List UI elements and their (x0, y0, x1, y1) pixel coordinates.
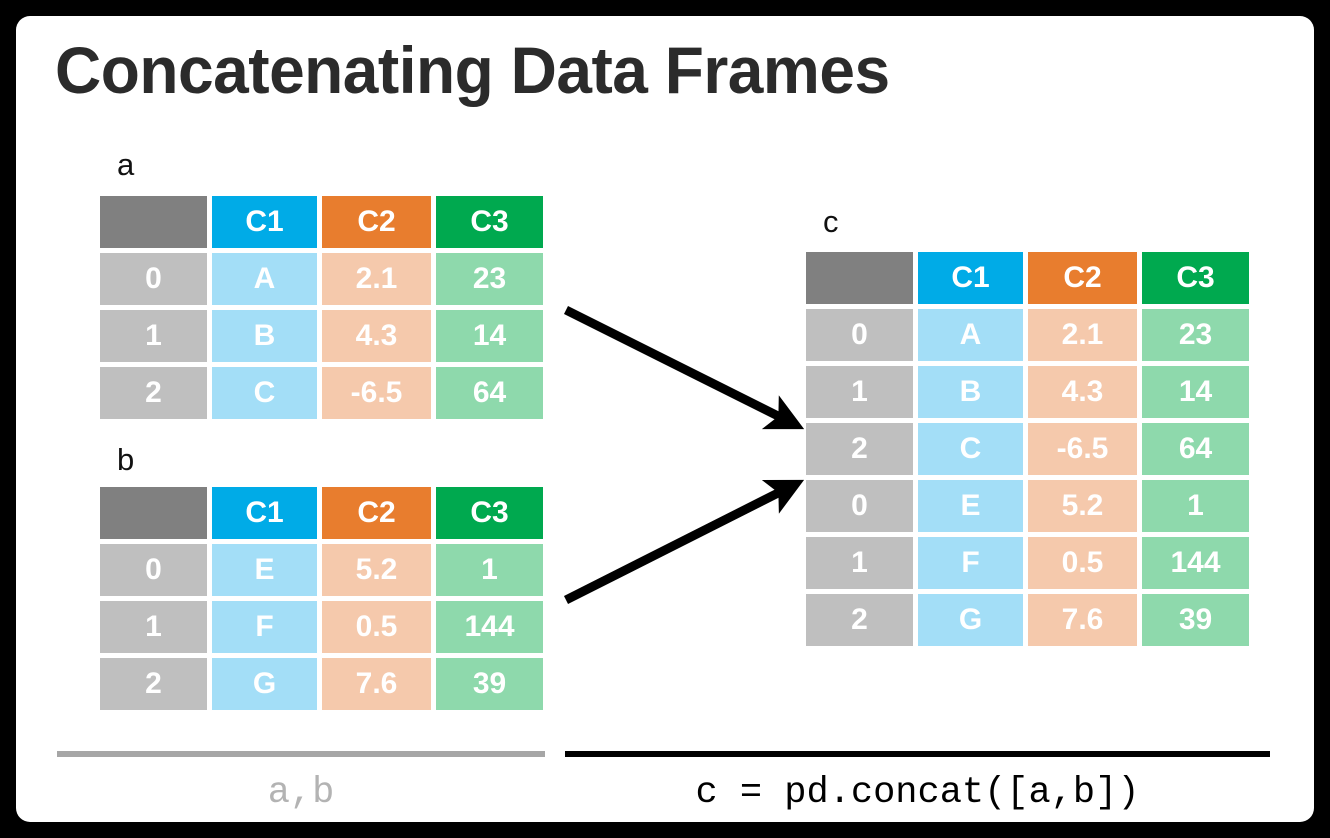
table-row: 1 F 0.5 144 (100, 601, 543, 653)
table-row: 0 E 5.2 1 (806, 480, 1249, 532)
page-title: Concatenating Data Frames (55, 33, 890, 107)
cell-c3: 14 (436, 310, 543, 362)
cell-c1: A (918, 309, 1023, 361)
cell-c1: E (212, 544, 317, 596)
divider-right (565, 751, 1270, 757)
cell-index: 0 (100, 253, 207, 305)
table-header-row: C1 C2 C3 (100, 196, 543, 248)
cell-c3: 14 (1142, 366, 1249, 418)
cell-c1: B (918, 366, 1023, 418)
cell-c2: 0.5 (1028, 537, 1137, 589)
cell-index: 2 (100, 658, 207, 710)
divider-left (57, 751, 545, 757)
table-label-a: a (117, 147, 135, 182)
cell-c1: C (212, 367, 317, 419)
dataframe-b: C1 C2 C3 0 E 5.2 1 1 F 0.5 144 2 G 7.6 3… (100, 487, 543, 710)
table-row: 2 C -6.5 64 (100, 367, 543, 419)
arrow-a-to-c (563, 305, 805, 430)
cell-c2: 4.3 (322, 310, 431, 362)
cell-c3: 1 (436, 544, 543, 596)
slide-canvas: Concatenating Data Frames a C1 C2 C3 0 A… (16, 16, 1314, 822)
cell-c1: G (212, 658, 317, 710)
cell-index: 1 (806, 537, 913, 589)
cell-c2: 5.2 (1028, 480, 1137, 532)
header-cell-index (100, 487, 207, 539)
cell-c2: 7.6 (1028, 594, 1137, 646)
caption-left: a,b (267, 772, 335, 814)
table-label-c: c (823, 204, 839, 239)
cell-index: 2 (806, 423, 913, 475)
cell-c3: 64 (436, 367, 543, 419)
cell-c2: 5.2 (322, 544, 431, 596)
header-cell-c3: C3 (436, 196, 543, 248)
cell-c2: 4.3 (1028, 366, 1137, 418)
cell-c1: F (918, 537, 1023, 589)
cell-c2: -6.5 (322, 367, 431, 419)
cell-c2: -6.5 (1028, 423, 1137, 475)
cell-c3: 39 (436, 658, 543, 710)
caption-right: c = pd.concat([a,b]) (695, 772, 1140, 814)
table-row: 2 G 7.6 39 (806, 594, 1249, 646)
cell-c3: 39 (1142, 594, 1249, 646)
cell-c3: 23 (1142, 309, 1249, 361)
cell-index: 0 (806, 309, 913, 361)
cell-index: 0 (100, 544, 207, 596)
table-row: 0 A 2.1 23 (806, 309, 1249, 361)
cell-c2: 2.1 (322, 253, 431, 305)
cell-c1: G (918, 594, 1023, 646)
table-row: 0 E 5.2 1 (100, 544, 543, 596)
cell-c3: 1 (1142, 480, 1249, 532)
dataframe-c: C1 C2 C3 0 A 2.1 23 1 B 4.3 14 2 C -6.5 … (806, 252, 1249, 646)
header-cell-c2: C2 (1028, 252, 1137, 304)
cell-c2: 7.6 (322, 658, 431, 710)
cell-index: 1 (806, 366, 913, 418)
arrow-b-to-c (563, 479, 805, 605)
header-cell-c2: C2 (322, 487, 431, 539)
cell-c3: 64 (1142, 423, 1249, 475)
table-row: 0 A 2.1 23 (100, 253, 543, 305)
header-cell-index (806, 252, 913, 304)
cell-c3: 23 (436, 253, 543, 305)
cell-c3: 144 (436, 601, 543, 653)
cell-c1: B (212, 310, 317, 362)
table-row: 1 B 4.3 14 (100, 310, 543, 362)
table-label-b: b (117, 442, 135, 477)
cell-index: 2 (806, 594, 913, 646)
cell-c3: 144 (1142, 537, 1249, 589)
table-header-row: C1 C2 C3 (100, 487, 543, 539)
cell-c1: F (212, 601, 317, 653)
table-row: 2 G 7.6 39 (100, 658, 543, 710)
header-cell-c1: C1 (918, 252, 1023, 304)
table-header-row: C1 C2 C3 (806, 252, 1249, 304)
cell-c1: A (212, 253, 317, 305)
header-cell-c1: C1 (212, 196, 317, 248)
header-cell-c2: C2 (322, 196, 431, 248)
header-cell-c3: C3 (436, 487, 543, 539)
header-cell-c1: C1 (212, 487, 317, 539)
table-row: 1 B 4.3 14 (806, 366, 1249, 418)
cell-index: 2 (100, 367, 207, 419)
cell-index: 1 (100, 310, 207, 362)
table-row: 1 F 0.5 144 (806, 537, 1249, 589)
cell-c1: E (918, 480, 1023, 532)
cell-c2: 0.5 (322, 601, 431, 653)
cell-index: 1 (100, 601, 207, 653)
header-cell-c3: C3 (1142, 252, 1249, 304)
header-cell-index (100, 196, 207, 248)
cell-index: 0 (806, 480, 913, 532)
cell-c1: C (918, 423, 1023, 475)
table-row: 2 C -6.5 64 (806, 423, 1249, 475)
cell-c2: 2.1 (1028, 309, 1137, 361)
dataframe-a: C1 C2 C3 0 A 2.1 23 1 B 4.3 14 2 C -6.5 … (100, 196, 543, 419)
